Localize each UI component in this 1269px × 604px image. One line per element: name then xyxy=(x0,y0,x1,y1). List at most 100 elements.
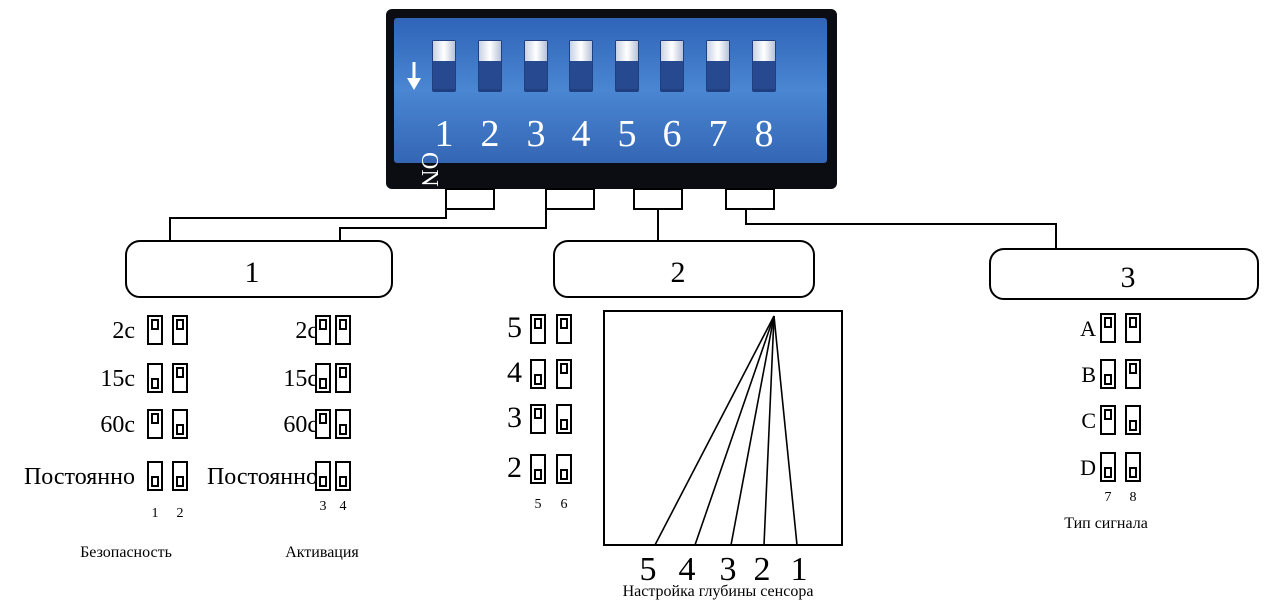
depth-settings-row: 3 xyxy=(507,401,572,434)
activation-settings-switch-3 xyxy=(315,363,331,393)
dip-number-6: 6 xyxy=(663,113,682,155)
dip-number-1: 1 xyxy=(435,113,454,155)
activation-settings-switch-number: 4 xyxy=(340,499,347,514)
signal-settings-row-label: A xyxy=(1080,316,1096,341)
down-arrow-icon xyxy=(407,62,421,90)
activation-settings-row: 15с xyxy=(283,363,351,393)
dip-toggle-8[interactable] xyxy=(752,40,776,92)
signal-caption: Тип сигнала xyxy=(1064,515,1148,532)
signal-settings-row-label: C xyxy=(1081,408,1096,433)
signal-settings-switch-8 xyxy=(1125,452,1141,482)
security-settings-row: 2с xyxy=(112,315,188,345)
dip-number-2: 2 xyxy=(481,113,500,155)
group-box-2: 2 xyxy=(553,240,815,298)
security-settings-row-label: 2с xyxy=(112,318,135,344)
activation-settings-row-label: 15с xyxy=(283,366,318,392)
dip-toggle-1[interactable] xyxy=(432,40,456,92)
depth-settings-switch-number: 5 xyxy=(535,497,542,512)
depth-settings-switch-6 xyxy=(556,454,572,484)
depth-settings-row-label: 5 xyxy=(507,311,522,344)
dip-number-5: 5 xyxy=(618,113,637,155)
dip-number-8: 8 xyxy=(755,113,774,155)
security-settings-switch-1 xyxy=(147,461,163,491)
dip-on-label: ON xyxy=(416,152,442,187)
depth-settings-switch-6 xyxy=(556,314,572,344)
signal-settings-switch-7 xyxy=(1100,313,1116,343)
signal-settings-row: A xyxy=(1080,313,1141,343)
signal-settings-switch-7 xyxy=(1100,452,1116,482)
dip-pins xyxy=(445,188,775,210)
signal-settings-switch-7 xyxy=(1100,359,1116,389)
security-settings-switch-1 xyxy=(147,363,163,393)
signal-settings-row-label: B xyxy=(1081,362,1096,387)
group-box-3: 3 xyxy=(989,248,1259,300)
depth-settings-row: 4 xyxy=(507,356,572,389)
group-title-3: 3 xyxy=(1121,261,1136,294)
activation-settings-switch-4 xyxy=(335,461,351,491)
dip-toggle-5[interactable] xyxy=(615,40,639,92)
depth-settings-switch-number: 6 xyxy=(561,497,568,512)
activation-settings-row-label: Постоянно xyxy=(207,464,318,490)
security-settings-switch-2 xyxy=(172,363,188,393)
dip-toggle-3[interactable] xyxy=(524,40,548,92)
signal-settings-switch-number: 8 xyxy=(1130,490,1137,505)
security-settings-switch-2 xyxy=(172,461,188,491)
depth-settings-row-label: 4 xyxy=(507,356,522,389)
dip-toggle-2[interactable] xyxy=(478,40,502,92)
security-settings-switch-number: 1 xyxy=(152,506,159,521)
group-title-1: 1 xyxy=(245,256,260,289)
dip-toggle-4[interactable] xyxy=(569,40,593,92)
signal-settings-row-label: D xyxy=(1080,455,1096,480)
activation-settings-row-label: 60с xyxy=(283,412,318,438)
security-settings-switch-2 xyxy=(172,409,188,439)
signal-settings-row: D xyxy=(1080,452,1141,482)
depth-settings-switch-5 xyxy=(530,404,546,434)
security-settings-switch-1 xyxy=(147,315,163,345)
depth-settings-switch-5 xyxy=(530,359,546,389)
depth-level-1: 1 xyxy=(791,551,808,588)
depth-beams xyxy=(654,315,798,546)
connector-lines xyxy=(169,209,1057,249)
depth-settings-row-label: 2 xyxy=(507,451,522,484)
security-settings-switch-2 xyxy=(172,315,188,345)
depth-settings-switch-5 xyxy=(530,454,546,484)
depth-level-4: 4 xyxy=(679,551,696,588)
depth-level-2: 2 xyxy=(754,551,771,588)
signal-settings-switch-8 xyxy=(1125,359,1141,389)
signal-settings-switch-7 xyxy=(1100,405,1116,435)
dip-toggle-6[interactable] xyxy=(660,40,684,92)
signal-settings-switch-8 xyxy=(1125,313,1141,343)
dip-number-4: 4 xyxy=(572,113,591,155)
depth-settings-switch-6 xyxy=(556,359,572,389)
dip-toggle-7[interactable] xyxy=(706,40,730,92)
dip-number-3: 3 xyxy=(527,113,546,155)
security-caption: Безопасность xyxy=(80,544,172,561)
depth-level-5: 5 xyxy=(640,551,657,588)
signal-settings-row: C xyxy=(1081,405,1141,435)
depth-settings-row-label: 3 xyxy=(507,401,522,434)
security-settings-row: 15с xyxy=(100,363,188,393)
signal-settings-switch-8 xyxy=(1125,405,1141,435)
security-settings-row: 60с xyxy=(100,409,188,439)
activation-settings-switch-4 xyxy=(335,315,351,345)
group-box-1: 1 xyxy=(125,240,393,298)
activation-settings-switch-3 xyxy=(315,315,331,345)
security-settings-row: Постоянно xyxy=(24,461,188,491)
signal-settings-switch-number: 7 xyxy=(1105,490,1112,505)
activation-settings-switch-3 xyxy=(315,461,331,491)
signal-settings-row: B xyxy=(1081,359,1141,389)
security-settings-row-label: 60с xyxy=(100,412,135,438)
activation-settings-row: Постоянно xyxy=(207,461,351,491)
depth-settings-row: 5 xyxy=(507,311,572,344)
depth-settings-row: 2 xyxy=(507,451,572,484)
security-settings-row-label: Постоянно xyxy=(24,464,135,490)
activation-settings-switch-number: 3 xyxy=(320,499,327,514)
activation-settings-row-label: 2с xyxy=(295,318,318,344)
